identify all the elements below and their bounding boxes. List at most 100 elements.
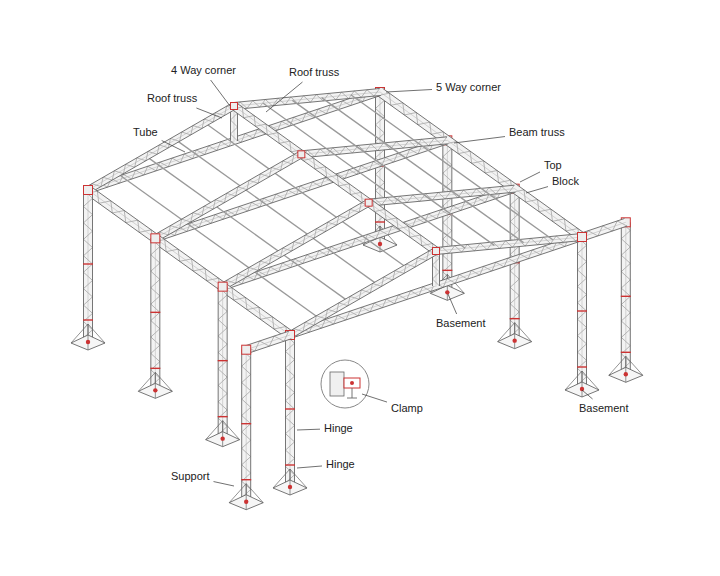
truss-chord — [288, 248, 434, 332]
part-label: Basement — [435, 317, 487, 330]
leader-line — [526, 187, 548, 193]
truss-body — [578, 237, 587, 385]
leader-line — [520, 172, 540, 182]
leader-line — [297, 466, 322, 468]
base-outrigger — [515, 323, 532, 342]
leader-line — [448, 294, 457, 314]
truss-chord — [290, 251, 436, 335]
truss-lacing — [621, 222, 630, 370]
base-outrigger — [223, 421, 240, 440]
truss-chord — [88, 190, 290, 335]
truss-body — [368, 185, 515, 206]
part-label: Roof truss — [288, 66, 340, 79]
truss-lacing — [90, 106, 236, 193]
truss-lacing — [436, 234, 581, 255]
truss-chord — [439, 251, 440, 286]
base-jack — [624, 372, 628, 376]
part-label: Beam truss — [508, 126, 566, 139]
joint-block — [578, 233, 587, 242]
truss-body — [85, 186, 292, 338]
truss-chord — [90, 109, 236, 193]
base-outrigger — [138, 372, 155, 391]
hinge-mark — [241, 479, 251, 480]
base-outrigger — [155, 372, 156, 383]
hinge-mark — [577, 366, 587, 367]
base-outrigger — [155, 372, 156, 398]
clamp-body — [344, 378, 360, 388]
part-label: Top — [543, 159, 563, 172]
truss-chord — [232, 109, 434, 254]
truss-body — [377, 88, 584, 240]
base-jack — [244, 500, 248, 504]
truss-chord — [436, 251, 437, 286]
hinge-mark — [621, 352, 631, 353]
truss-chord — [582, 222, 626, 237]
clamp-bolt — [347, 388, 357, 398]
leader-line — [162, 141, 185, 152]
base-outrigger — [222, 421, 223, 447]
part-label: Hinge — [325, 458, 356, 471]
truss-body — [289, 234, 583, 339]
truss-chord — [87, 89, 379, 187]
truss-chord — [436, 237, 582, 251]
hinge-mark — [285, 464, 295, 465]
joint-block — [231, 103, 238, 110]
truss-chord — [245, 331, 289, 346]
truss-chord — [290, 237, 582, 335]
joint-block — [298, 151, 305, 158]
joint-block — [151, 234, 160, 243]
truss-lacing — [377, 93, 579, 240]
base-jack — [580, 387, 584, 391]
truss-chord — [154, 151, 300, 235]
truss-chord — [292, 254, 438, 338]
base-outrigger — [582, 371, 583, 382]
truss-chord — [583, 226, 627, 241]
truss-chord — [377, 96, 579, 241]
truss-chord — [223, 203, 369, 287]
leader-lines — [162, 80, 593, 486]
truss-chord — [221, 200, 367, 284]
base-outrigger — [155, 372, 172, 391]
part-label: 5 Way corner — [435, 81, 502, 94]
truss-body — [581, 219, 627, 241]
base-jack — [86, 340, 90, 344]
roof-tube — [263, 103, 465, 248]
base-outrigger — [88, 324, 89, 350]
truss-body — [245, 331, 291, 353]
hinge-mark — [285, 408, 295, 409]
base-jack — [153, 388, 157, 392]
truss-chord — [289, 234, 581, 332]
truss-lacing — [286, 335, 295, 483]
hinge-mark — [83, 319, 93, 320]
base-outrigger — [626, 356, 643, 375]
part-label: Roof truss — [146, 92, 198, 105]
part-label: Basement — [578, 402, 630, 415]
base-outrigger — [246, 484, 263, 503]
leader-line — [454, 137, 505, 143]
truss-lacing — [224, 203, 370, 290]
base-outrigger — [222, 421, 223, 432]
roof-tube — [351, 95, 553, 240]
truss-body — [621, 222, 630, 370]
truss-lacing — [292, 251, 438, 338]
truss-chord — [380, 92, 582, 237]
hinge-mark — [510, 318, 520, 319]
part-label: Tube — [132, 126, 159, 139]
part-label: Block — [551, 175, 580, 188]
base-outrigger — [71, 324, 88, 343]
leader-line — [196, 108, 222, 118]
truss-lacing — [234, 89, 379, 110]
joint-block — [84, 186, 93, 195]
joint-block — [242, 345, 251, 354]
base-jack — [445, 290, 449, 294]
truss-body — [221, 200, 370, 290]
leader-line — [582, 390, 593, 399]
hinge-mark — [218, 416, 228, 417]
truss-lacing — [578, 237, 587, 385]
base-outrigger — [609, 356, 626, 375]
base-outrigger — [206, 421, 223, 440]
part-label: Hinge — [323, 422, 354, 435]
roof-tube — [322, 98, 524, 243]
truss-chord — [436, 234, 582, 248]
